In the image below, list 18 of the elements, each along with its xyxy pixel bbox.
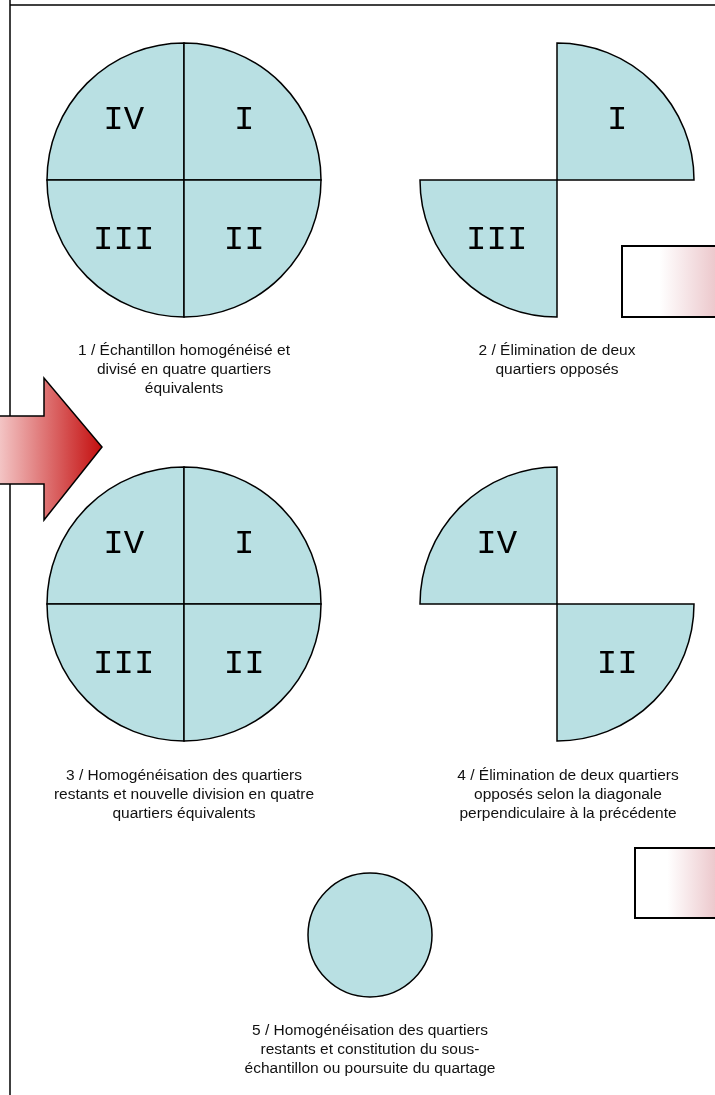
quarter-sector: IV bbox=[47, 467, 184, 604]
quarter-sector: III bbox=[47, 604, 184, 741]
quarter-sector: IV bbox=[420, 467, 557, 604]
quarter-sector: I bbox=[184, 467, 321, 604]
quarter-sector: IV bbox=[47, 43, 184, 180]
step-caption: 5 / Homogénéisation des quartiers restants et constitution du sous-échantillon ou poursuite du quartage bbox=[243, 1020, 497, 1077]
sample-circle bbox=[308, 873, 432, 997]
step-caption: 4 / Élimination de deux quartiers opposés selon la diagonale perpendiculaire à la précédente bbox=[456, 765, 680, 822]
quarter-sector: I bbox=[184, 43, 321, 180]
quarter-sector: II bbox=[184, 180, 321, 317]
step-caption: 2 / Élimination de deux quartiers opposés bbox=[477, 340, 637, 378]
quarter-sector: III bbox=[47, 180, 184, 317]
quarter-sector: III bbox=[420, 180, 557, 317]
step-caption: 1 / Échantillon homogénéisé et divisé en quatre quartiers équivalents bbox=[77, 340, 291, 397]
quarter-sector: II bbox=[184, 604, 321, 741]
quarter-sector: I bbox=[557, 43, 694, 180]
quarter-sector: II bbox=[557, 604, 694, 741]
step-caption: 3 / Homogénéisation des quartiers restants et nouvelle division en quatre quartiers équivalents bbox=[53, 765, 315, 822]
